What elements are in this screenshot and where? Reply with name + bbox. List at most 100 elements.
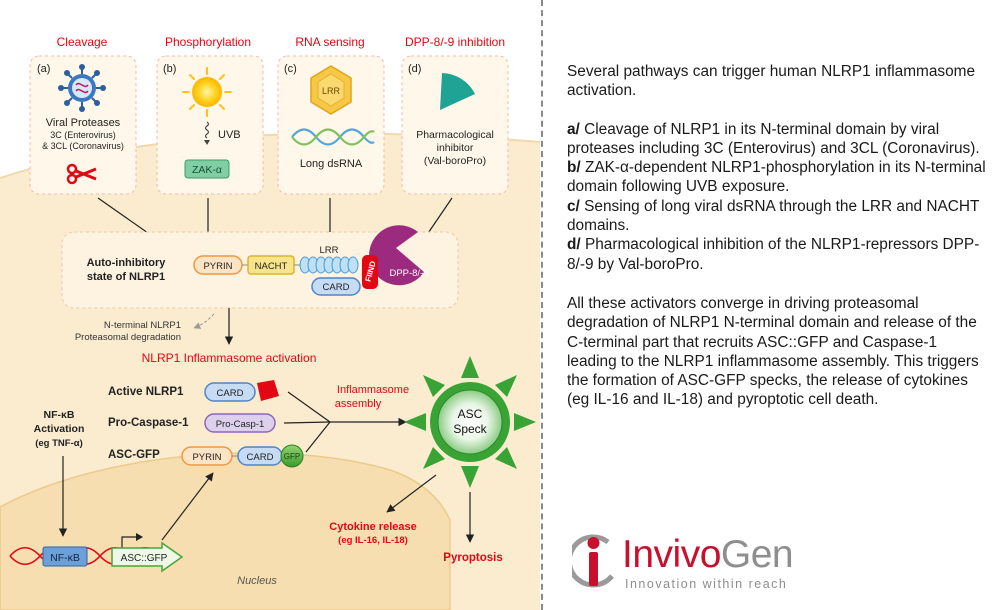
panel-b-letter: (b) xyxy=(163,63,176,75)
logo-name-gen: Gen xyxy=(720,533,794,576)
gfp-label: GFP xyxy=(284,452,300,461)
pyrin-label: PYRIN xyxy=(203,261,232,272)
gfp-domain xyxy=(280,444,304,468)
panel-divider xyxy=(541,0,543,610)
lrr-domain-label: LRR xyxy=(319,245,338,256)
nfkb-box-label: NF-κB xyxy=(50,552,80,564)
lrr-domain xyxy=(299,256,359,274)
card-domain xyxy=(311,277,361,296)
category-rna-sensing: RNA sensing xyxy=(295,35,364,49)
speck-line1: ASC xyxy=(458,407,483,421)
degradation-line2: Proteasomal degradation xyxy=(75,332,181,343)
category-phosphorylation: Phosphorylation xyxy=(165,35,251,49)
merge-line-3 xyxy=(305,421,331,453)
dpp-pacman-icon xyxy=(369,225,424,286)
item-c-text: Sensing of long viral dsRNA through the … xyxy=(567,197,980,235)
nfkb-activation-line1: NF-κB xyxy=(44,409,75,421)
nfkb-activation-line2: Activation xyxy=(34,423,85,435)
active-find-fragment xyxy=(257,380,279,401)
asc-gfp-gene-label: ASC::GFP xyxy=(121,553,168,564)
panel-c-label: Long dsRNA xyxy=(300,158,363,170)
pro-casp-domain xyxy=(204,413,276,433)
panel-d-line2: inhibitor xyxy=(437,142,474,154)
item-d: d/ Pharmacological inhibition of the NLR… xyxy=(567,235,987,274)
lrr-hexagon-inner xyxy=(317,73,345,107)
panel-d-line1: Pharmacological xyxy=(416,129,494,141)
degradation-line1: N-terminal NLRP1 xyxy=(104,320,181,331)
uvb-label: UVB xyxy=(218,129,241,141)
asc-pyrin-label: PYRIN xyxy=(192,452,221,463)
row-asc-gfp: ASC-GFP xyxy=(108,449,160,461)
asc-card-label: CARD xyxy=(247,452,274,463)
assembly-line1: Inflammasome xyxy=(337,384,409,396)
item-b: b/ ZAK-α-dependent NLRP1-phosphorylation… xyxy=(567,158,987,197)
item-b-text: ZAK-α-dependent NLRP1-phosphorylation in… xyxy=(567,159,986,196)
active-card-label: CARD xyxy=(217,388,244,399)
activation-title: NLRP1 Inflammasome activation xyxy=(142,351,317,365)
panel-a-line1: Viral Proteases xyxy=(46,117,121,129)
panel-a-letter: (a) xyxy=(37,63,50,75)
merge-line-2 xyxy=(283,421,331,424)
zak-alpha-label: ZAK-α xyxy=(192,164,222,176)
virus-icon xyxy=(58,64,106,112)
uvb-squiggle-icon xyxy=(204,121,210,139)
pyroptosis-label: Pyroptosis xyxy=(443,552,502,564)
panel-b-box xyxy=(156,55,264,195)
item-a: a/ Cleavage of NLRP1 in its N-terminal d… xyxy=(567,120,987,159)
item-a-text: Cleavage of NLRP1 in its N-terminal doma… xyxy=(567,120,980,157)
item-c: c/ Sensing of long viral dsRNA through t… xyxy=(567,197,987,236)
item-c-prefix: c/ xyxy=(567,197,580,215)
find-domain xyxy=(362,255,378,289)
sun-icon xyxy=(182,67,232,117)
dpp-label: DPP-8/-9 xyxy=(389,268,428,279)
description-panel: Several pathways can trigger human NLRP1… xyxy=(567,62,987,410)
promoter-arrow-icon xyxy=(121,536,136,549)
active-card-domain xyxy=(204,382,256,402)
item-d-prefix: d/ xyxy=(567,236,581,254)
merge-line-1 xyxy=(287,391,331,423)
inhibitor-wedge-icon xyxy=(440,73,475,110)
nlrp1-pathway-diagram: Nucleus Cleavage Phosphorylation RNA sen… xyxy=(0,35,540,610)
item-a-prefix: a/ xyxy=(567,120,580,138)
nfkb-activation-line3: (eg TNF-α) xyxy=(35,438,83,449)
card-label: CARD xyxy=(323,282,350,293)
pro-casp-label: Pro-Casp-1 xyxy=(216,419,265,430)
invivogen-logo: InvivoGen Innovation within reach xyxy=(572,532,832,602)
logo-name: InvivoGen xyxy=(622,532,794,578)
row-active-nlrp1: Active NLRP1 xyxy=(108,386,184,398)
item-b-prefix: b/ xyxy=(567,159,581,177)
panel-a-line3: & 3CL (Coronavirus) xyxy=(42,141,124,151)
panel-a-line2: 3C (Enterovirus) xyxy=(50,130,116,140)
category-dpp-inhibition: DPP-8/-9 inhibition xyxy=(405,35,505,49)
scissors-icon xyxy=(66,163,97,185)
panel-c-lrr: LRR xyxy=(322,86,341,96)
panel-d-line3: (Val-boroPro) xyxy=(424,155,486,167)
arrow-gene-to-protein xyxy=(161,472,214,541)
assembly-line2: assembly xyxy=(335,398,382,410)
summary-text: All these activators converge in driving… xyxy=(567,294,979,409)
panel-c-letter: (c) xyxy=(284,63,297,75)
panel-d-box xyxy=(401,55,509,195)
arrow-to-cytokine xyxy=(386,474,437,513)
category-cleavage: Cleavage xyxy=(57,35,108,49)
nucleus xyxy=(0,452,451,610)
item-d-text: Pharmacological inhibition of the NLRP1-… xyxy=(567,236,980,273)
asc-speck xyxy=(404,356,536,488)
promoter-arrowhead xyxy=(136,533,143,541)
autoinhibitory-line1: Auto-inhibitory xyxy=(87,257,167,269)
panel-a-box xyxy=(29,55,137,195)
asc-gfp-gene-arrow xyxy=(111,541,184,573)
cytokine-line1: Cytokine release xyxy=(329,521,416,533)
nfkb-box xyxy=(42,546,88,567)
speck-line2: Speck xyxy=(453,422,487,436)
autoinhibitory-line2: state of NLRP1 xyxy=(87,271,165,283)
intro-text: Several pathways can trigger human NLRP1… xyxy=(567,63,976,100)
dsrna-helix-icon xyxy=(291,128,375,146)
arrow-degradation xyxy=(193,313,215,329)
zak-alpha-box xyxy=(184,159,230,179)
nacht-label: NACHT xyxy=(255,261,288,272)
cytokine-line2: (eg IL-16, IL-18) xyxy=(338,535,408,546)
logo-name-invivo: Invivo xyxy=(622,533,721,576)
logo-tagline: Innovation within reach xyxy=(625,577,788,591)
nucleus-label: Nucleus xyxy=(237,575,277,587)
